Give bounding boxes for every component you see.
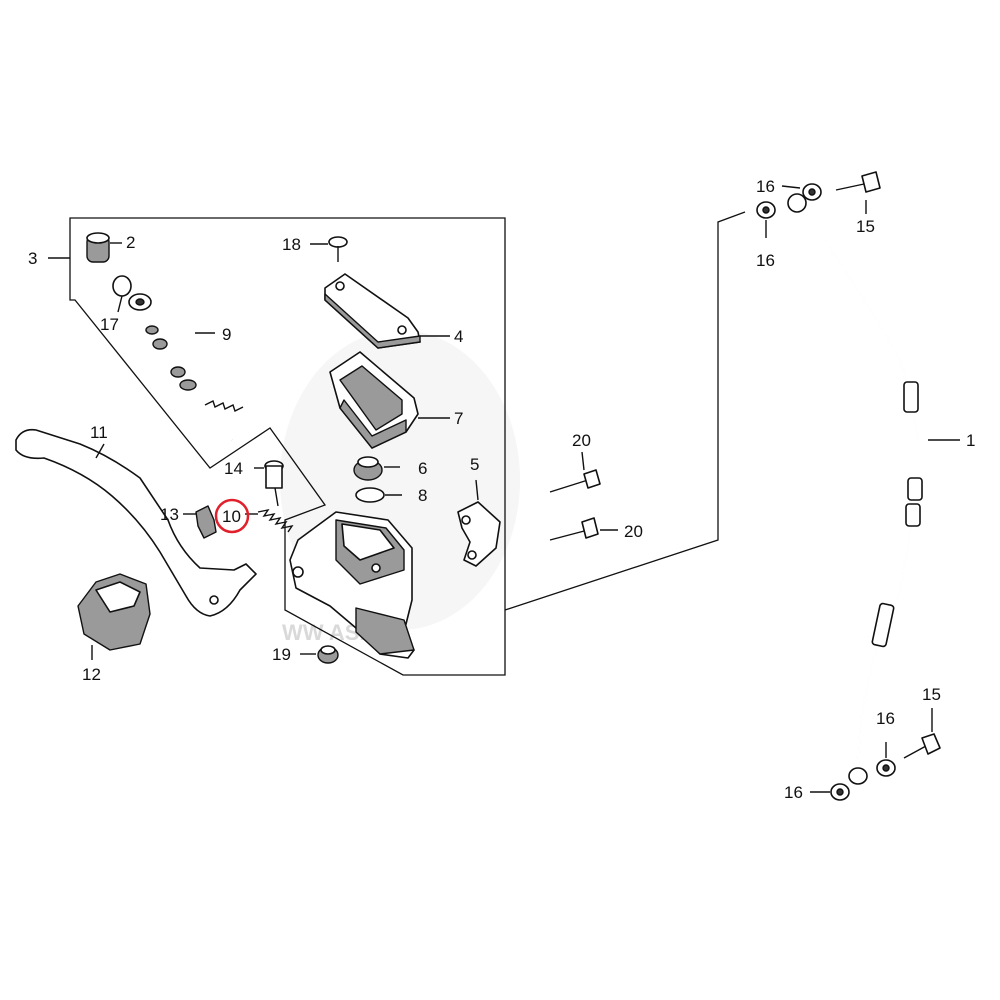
callout-9: 9 <box>222 325 231 344</box>
part-7-diaphragm <box>329 351 450 449</box>
part-20-bolt-upper <box>549 451 601 493</box>
callout-16-top: 16 <box>756 177 775 196</box>
highlight-circle-part-10 <box>214 498 250 534</box>
part-12-lever-cover <box>77 573 151 660</box>
part-6-float <box>353 456 400 481</box>
part-9-piston-set <box>145 324 244 441</box>
callout-16-bottom: 16 <box>784 783 803 802</box>
callout-19: 19 <box>272 645 291 664</box>
callout-20-upper: 20 <box>572 431 591 450</box>
callout-5: 5 <box>470 455 479 474</box>
part-washer <box>128 293 152 311</box>
part-2-boot <box>86 232 122 263</box>
callout-8: 8 <box>418 486 427 505</box>
callout-11: 11 <box>90 423 108 442</box>
callout-13: 13 <box>160 505 179 524</box>
part-19-cap <box>300 645 339 664</box>
callout-17: 17 <box>100 315 119 334</box>
part-16-washer-c <box>876 742 896 777</box>
callout-2: 2 <box>126 233 135 252</box>
part-13-nut <box>183 505 217 539</box>
part-4-reservoir-cap <box>324 273 450 349</box>
part-8-snap-ring <box>355 487 402 503</box>
part-11-lever <box>15 428 257 617</box>
callout-14: 14 <box>224 459 243 478</box>
callout-18: 18 <box>282 235 301 254</box>
part-20-bolt-lower <box>549 517 618 541</box>
callout-4: 4 <box>454 327 463 346</box>
callout-15-upper: 15 <box>856 217 875 236</box>
part-1-brake-hose <box>787 193 960 785</box>
part-18-screw <box>310 236 348 262</box>
part-14-pivot-bolt <box>254 460 284 507</box>
callout-10: 10 <box>222 507 241 526</box>
part-16-washer-b <box>756 201 776 238</box>
part-16-washer-a <box>781 183 822 201</box>
hose-group-bracket <box>504 211 746 611</box>
callout-7: 7 <box>454 409 463 428</box>
part-16-washer-d <box>810 783 850 801</box>
part-15-bolt-lower <box>903 708 941 759</box>
callout-1: 1 <box>966 431 975 450</box>
master-cylinder-body <box>289 511 415 659</box>
group-bracket-3 <box>69 217 506 676</box>
part-15-bolt-upper <box>835 171 881 214</box>
part-17-circlip <box>112 275 132 313</box>
callout-6: 6 <box>418 459 427 478</box>
callout-16-mid: 16 <box>756 251 775 270</box>
callout-12: 12 <box>82 665 101 684</box>
callout-15-lower: 15 <box>922 685 941 704</box>
callout-labels: 1 2 3 4 5 6 7 8 9 10 11 12 13 14 15 15 1… <box>28 177 975 802</box>
callout-20-lower: 20 <box>624 522 643 541</box>
callout-16-lower: 16 <box>876 709 895 728</box>
part-5-holder <box>457 479 501 567</box>
callout-3: 3 <box>28 249 37 268</box>
